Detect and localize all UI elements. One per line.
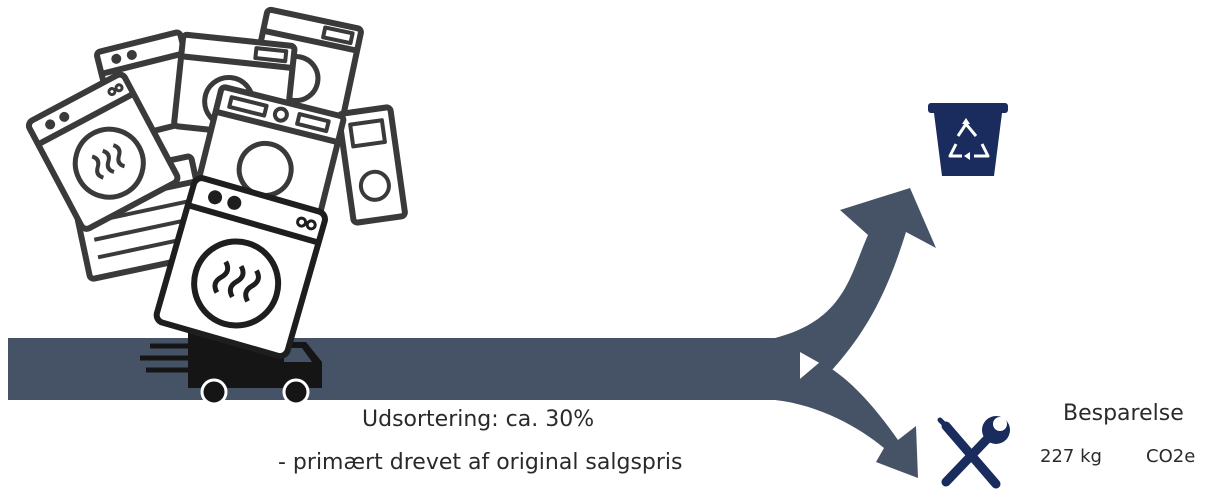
- recycle-bin-icon: [928, 103, 1008, 176]
- repair-tools-icon: [940, 416, 1010, 484]
- savings-title: Besparelse: [1063, 401, 1184, 426]
- upper-flow-branch: [775, 188, 936, 370]
- savings-amount: 227 kg: [1040, 446, 1102, 467]
- sorting-subcaption: - primært drevet af original salgspris: [278, 450, 683, 475]
- main-flow-band: [8, 338, 800, 400]
- sorting-caption: Udsortering: ca. 30%: [362, 407, 594, 432]
- savings-unit: CO2e: [1146, 446, 1195, 467]
